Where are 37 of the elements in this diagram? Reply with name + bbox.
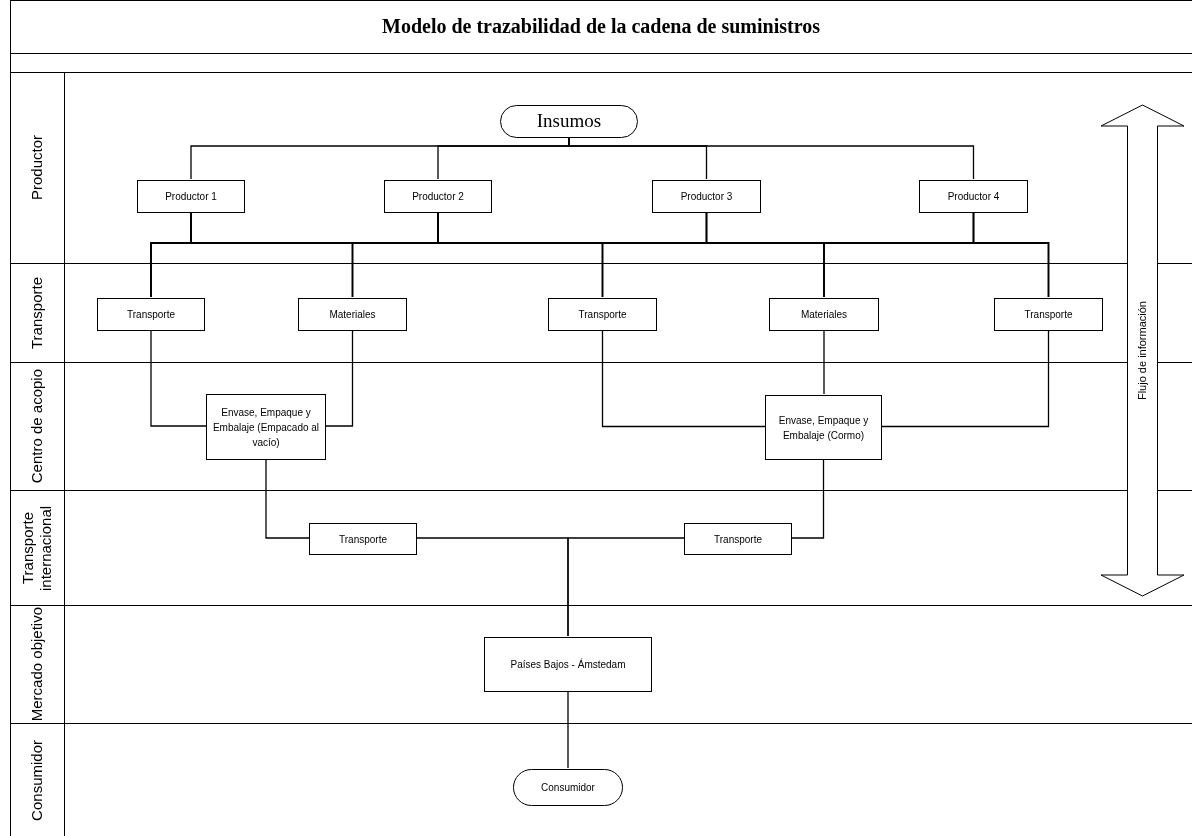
connector-line bbox=[972, 211, 1050, 298]
lane-label: Productor bbox=[28, 135, 46, 201]
connector-line bbox=[791, 458, 825, 539]
double-arrow: Flujo de información bbox=[1100, 104, 1185, 597]
terminal-pill: Consumidor bbox=[513, 769, 623, 806]
lane-label: Centro de acopio bbox=[28, 369, 46, 484]
process-box: Materiales bbox=[298, 298, 407, 331]
connector-line bbox=[881, 329, 1050, 428]
connector-line bbox=[601, 329, 766, 428]
lane-label: Transporte internacional bbox=[19, 504, 55, 593]
connector-line bbox=[823, 329, 825, 395]
process-box: Transporte bbox=[97, 298, 205, 331]
terminal-pill: Insumos bbox=[500, 105, 638, 138]
process-box: Transporte bbox=[309, 523, 417, 555]
connector-line bbox=[150, 329, 207, 427]
lane-label: Mercado objetivo bbox=[28, 607, 46, 722]
process-box: Productor 3 bbox=[652, 180, 761, 213]
process-box: Envase, Empaque y Embalaje (Empacado al vacío) bbox=[206, 394, 326, 460]
lane-label: Consumidor bbox=[28, 739, 46, 821]
process-box: Materiales bbox=[769, 298, 879, 331]
lane-label: Transporte bbox=[28, 277, 46, 349]
connector-line bbox=[568, 136, 975, 180]
process-box: Transporte bbox=[994, 298, 1103, 331]
connector-line bbox=[567, 690, 569, 769]
process-box: Productor 4 bbox=[919, 180, 1028, 213]
diagram-title: Modelo de trazabilidad de la cadena de suministros bbox=[381, 14, 821, 38]
process-box: Productor 2 bbox=[384, 180, 492, 213]
connector-line bbox=[567, 537, 685, 637]
process-box: Transporte bbox=[684, 523, 792, 555]
process-box: Productor 1 bbox=[137, 180, 245, 213]
connector-line bbox=[325, 329, 354, 427]
process-box: Envase, Empaque y Embalaje (Cormo) bbox=[765, 395, 882, 460]
process-box: Transporte bbox=[548, 298, 657, 331]
process-box: Países Bajos - Ámstedam bbox=[484, 637, 652, 692]
swimlane bbox=[10, 605, 1192, 723]
swimlane bbox=[10, 723, 1192, 836]
connector-line bbox=[265, 458, 310, 539]
